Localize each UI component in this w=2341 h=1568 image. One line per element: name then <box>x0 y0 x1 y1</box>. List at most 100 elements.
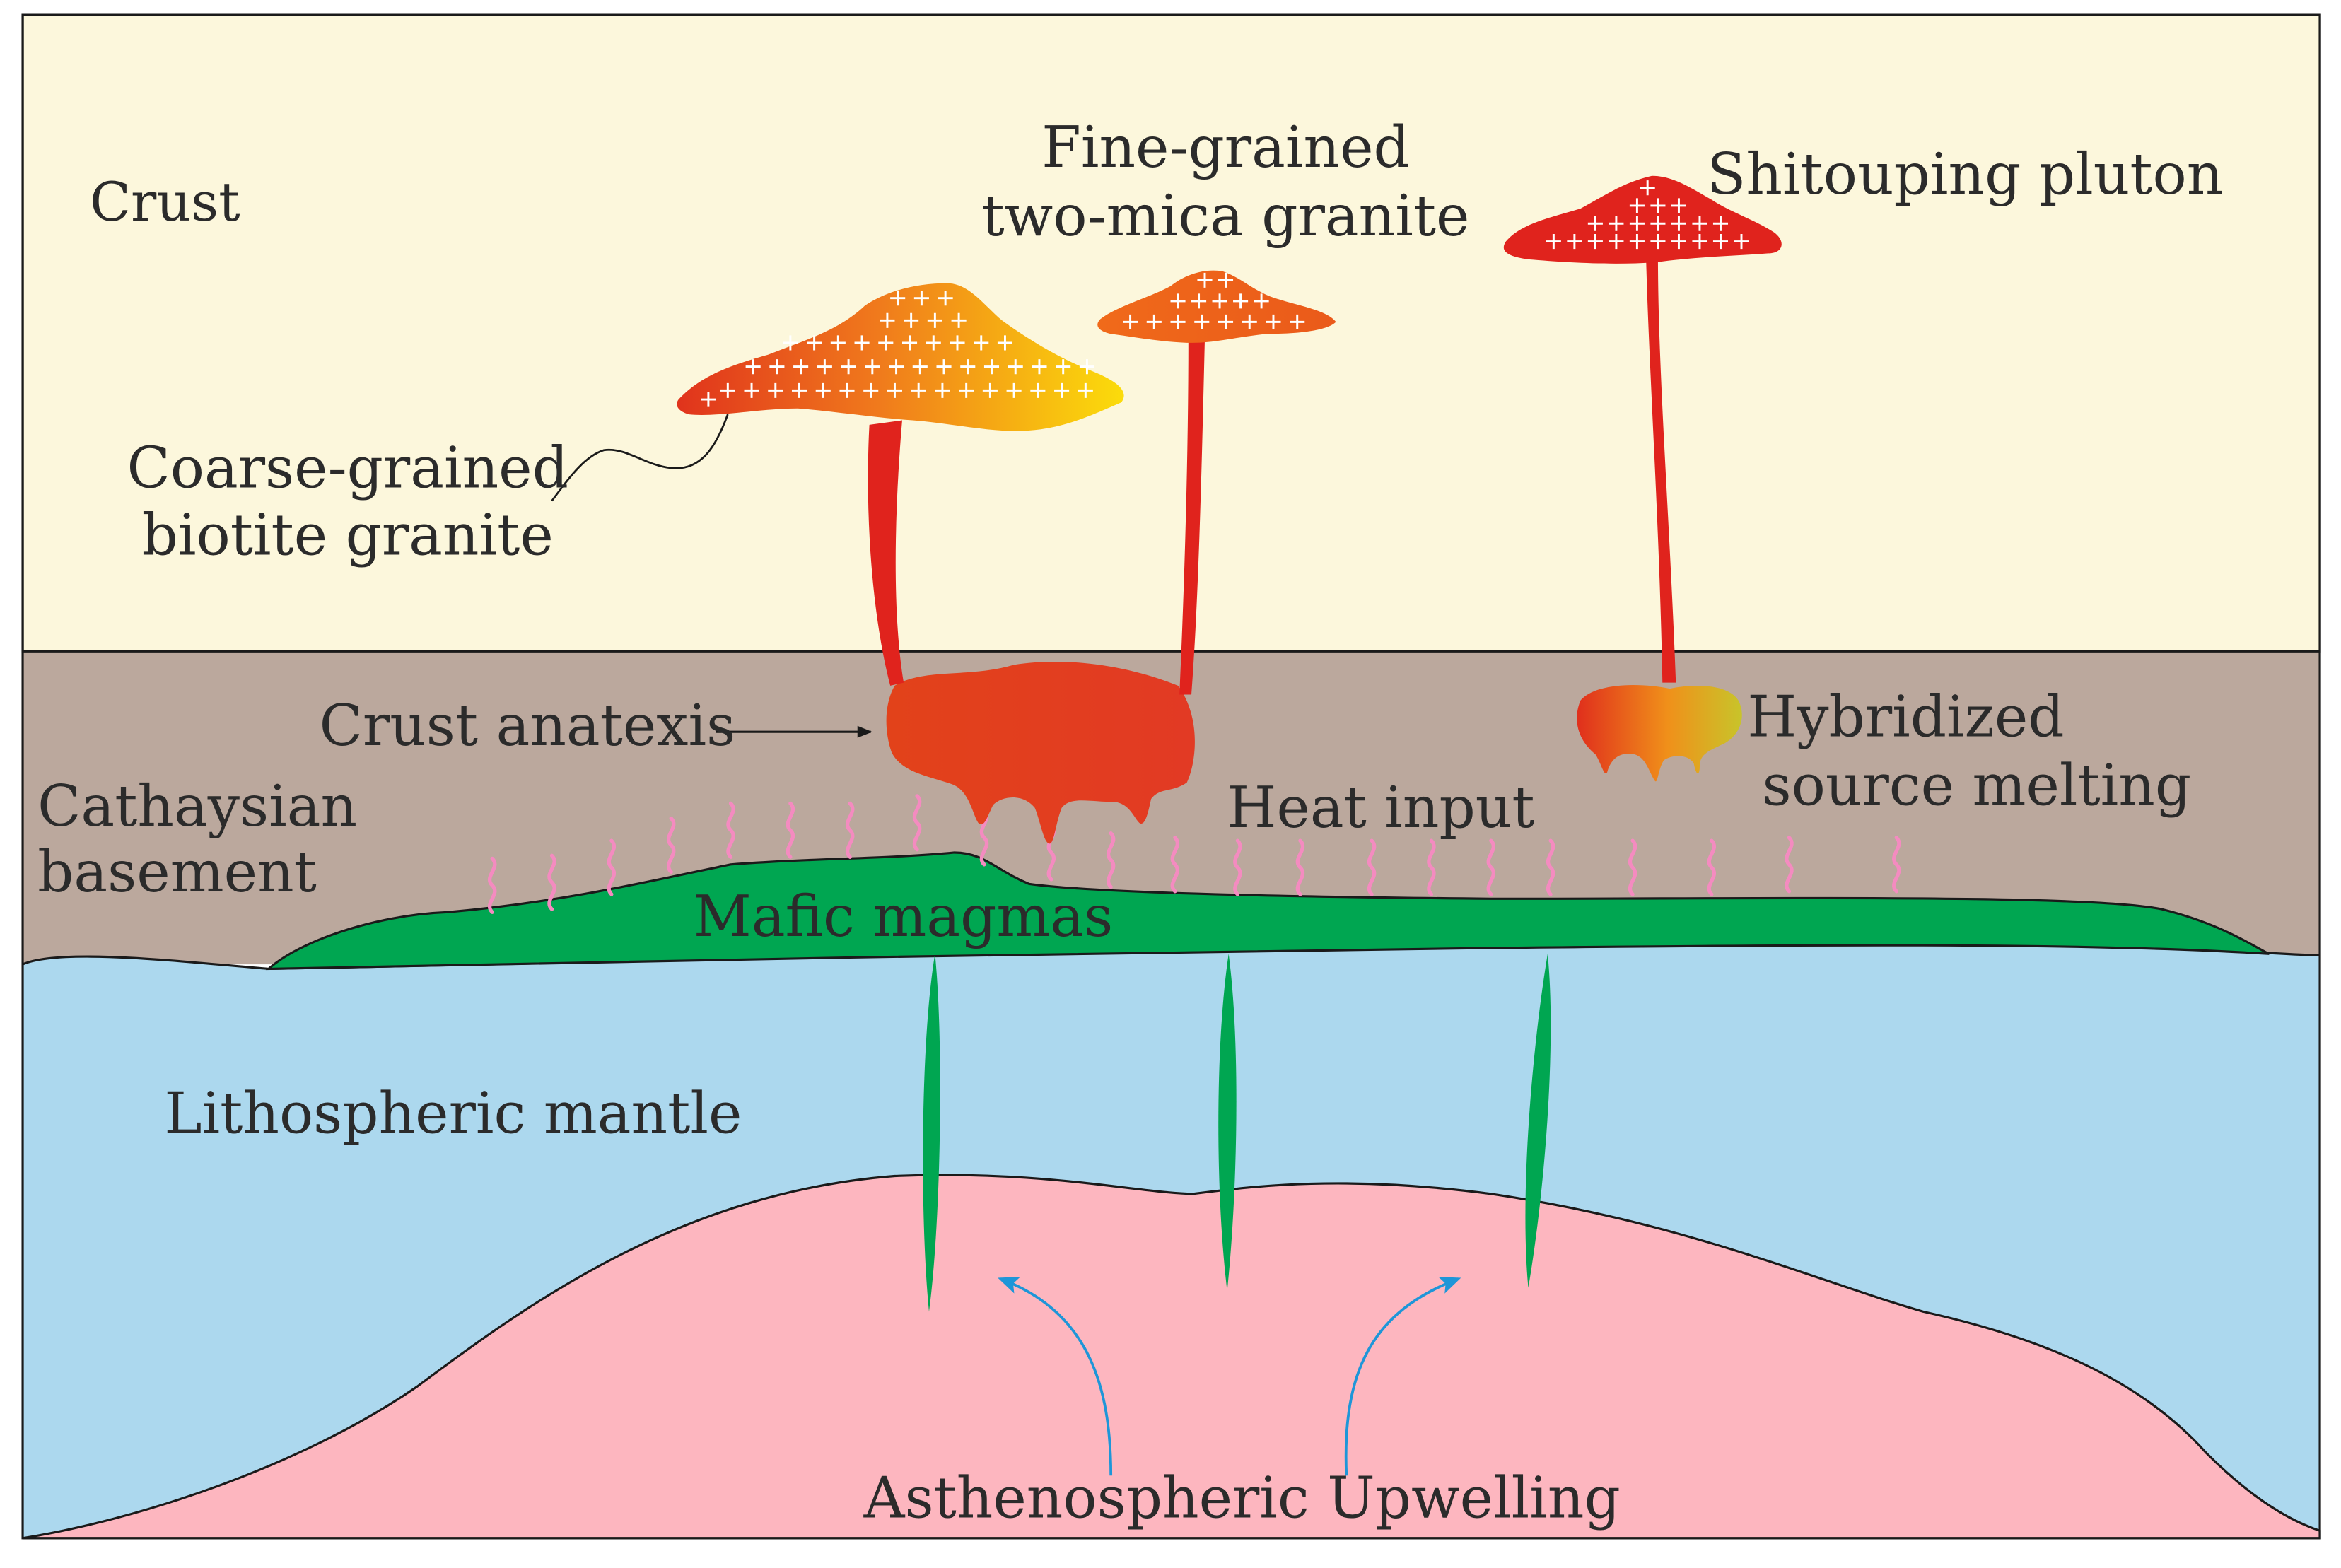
granite-cross-mark <box>1629 234 1645 250</box>
granite-cross-mark <box>1008 359 1023 375</box>
granite-cross-mark <box>1030 382 1046 398</box>
granite-cross-mark <box>1194 314 1210 329</box>
granite-cross-mark <box>1650 216 1666 231</box>
granite-cross-mark <box>1170 293 1186 309</box>
granite-cross-mark <box>983 359 1000 375</box>
granite-cross-mark <box>1650 198 1666 213</box>
feeder-dike-coarse <box>868 420 904 686</box>
granite-cross-mark <box>1212 293 1227 309</box>
granite-cross-mark <box>1692 216 1707 231</box>
granite-cross-mark <box>1692 234 1707 250</box>
granite-cross-mark <box>701 392 716 407</box>
granite-cross-mark <box>959 382 974 398</box>
feeder-dike-shitouping <box>1646 256 1676 683</box>
granite-cross-mark <box>1078 382 1093 398</box>
crust-anatexis-label: Crust anatexis <box>320 693 736 759</box>
granite-cross-mark <box>839 382 855 398</box>
upwelling-arrow-right <box>1344 1277 1461 1476</box>
coarse-grained-label-line2: biotite granite <box>142 502 554 568</box>
granite-cross-mark <box>1712 216 1729 231</box>
granite-cross-mark <box>960 359 976 375</box>
granite-cross-mark <box>951 312 967 328</box>
granite-cross-mark <box>1587 216 1603 231</box>
granite-cross-mark <box>1170 314 1186 329</box>
granite-cross-mark <box>935 382 950 398</box>
hybridized-label-line2: source melting <box>1763 753 2192 819</box>
granite-cross-mark <box>880 312 895 328</box>
granite-cross-mark <box>1006 382 1022 398</box>
granite-cross-mark <box>1054 382 1070 398</box>
lithospheric-mantle-label: Lithospheric mantle <box>164 1080 742 1146</box>
fine-grained-label-line1: Fine-grained <box>1041 115 1410 180</box>
feeder-dike-fine <box>1179 339 1205 695</box>
granite-cross-mark <box>950 335 965 351</box>
heat-input-label: Heat input <box>1227 775 1535 841</box>
granite-cross-mark <box>1266 314 1281 329</box>
granite-cross-mark <box>791 382 807 398</box>
granite-cross-mark <box>745 359 761 375</box>
granite-cross-mark <box>913 291 929 306</box>
granite-cross-mark <box>817 359 832 375</box>
granite-cross-mark <box>911 382 926 398</box>
mafic-magmas-label: Mafic magmas <box>694 884 1113 949</box>
granite-cross-mark <box>1254 293 1269 309</box>
cathaysian-label-line2: basement <box>37 839 317 905</box>
hybridized-label-line1: Hybridized <box>1747 684 2064 750</box>
granite-cross-mark <box>878 335 894 351</box>
granite-cross-mark <box>936 359 952 375</box>
granite-cross-mark <box>982 382 998 398</box>
granite-cross-mark <box>854 335 870 351</box>
granite-cross-mark <box>1609 234 1624 250</box>
granite-cross-mark <box>887 382 902 398</box>
granite-cross-mark <box>1629 198 1645 213</box>
granite-cross-mark <box>1191 293 1207 309</box>
granite-cross-mark <box>1233 293 1249 309</box>
granite-cross-mark <box>904 312 919 328</box>
granite-cross-mark <box>744 382 759 398</box>
granite-cross-mark <box>912 359 928 375</box>
granite-cross-mark <box>841 359 856 375</box>
coarse-granite-leader-line <box>551 414 729 502</box>
upwelling-arrow-left <box>998 1276 1113 1476</box>
cathaysian-label-line1: Cathaysian <box>37 773 357 839</box>
hybridized-melting-body <box>1577 685 1742 782</box>
diagram-frame <box>21 13 2321 1540</box>
asthenosphere-dome <box>22 1174 2321 1540</box>
granite-cross-mark <box>901 335 918 351</box>
granite-cross-mark <box>1218 314 1234 329</box>
shitouping-cross-pattern <box>1546 180 1749 250</box>
granite-cross-mark <box>1629 216 1645 231</box>
crust-label: Crust <box>90 171 240 233</box>
granite-cross-mark <box>807 335 822 351</box>
granite-cross-mark <box>783 335 798 351</box>
granite-cross-mark <box>889 359 904 375</box>
granite-cross-mark <box>1650 234 1666 250</box>
granite-cross-mark <box>1123 314 1138 329</box>
granite-cross-mark <box>1587 234 1603 250</box>
coarse-granite-cross-pattern <box>701 291 1094 407</box>
granite-cross-mark <box>769 359 785 375</box>
mafic-dike-3 <box>1525 954 1551 1288</box>
asthenospheric-upwelling-label: Asthenospheric Upwelling <box>863 1465 1621 1531</box>
granite-cross-mark <box>768 382 783 398</box>
coarse-grained-granite-body <box>677 283 1124 431</box>
granite-cross-mark <box>720 382 735 398</box>
granite-cross-mark <box>1546 234 1561 250</box>
granite-cross-mark <box>890 291 906 306</box>
granite-cross-mark <box>863 382 879 398</box>
granite-cross-mark <box>927 312 942 328</box>
granite-cross-mark <box>997 335 1013 351</box>
coarse-grained-label-line1: Coarse-grained <box>127 435 568 501</box>
granite-cross-mark <box>1671 234 1686 250</box>
granite-cross-mark <box>1290 314 1305 329</box>
granite-cross-mark <box>1567 234 1582 250</box>
granite-cross-mark <box>1197 272 1213 288</box>
fine-granite-cross-pattern <box>1123 272 1305 329</box>
granite-cross-mark <box>1671 198 1686 213</box>
granite-cross-mark <box>1146 314 1162 329</box>
granite-cross-mark <box>1056 359 1071 375</box>
granite-cross-mark <box>830 335 846 351</box>
granite-cross-mark <box>938 291 953 306</box>
granite-cross-mark <box>1218 272 1234 288</box>
granite-cross-mark <box>1609 216 1624 231</box>
